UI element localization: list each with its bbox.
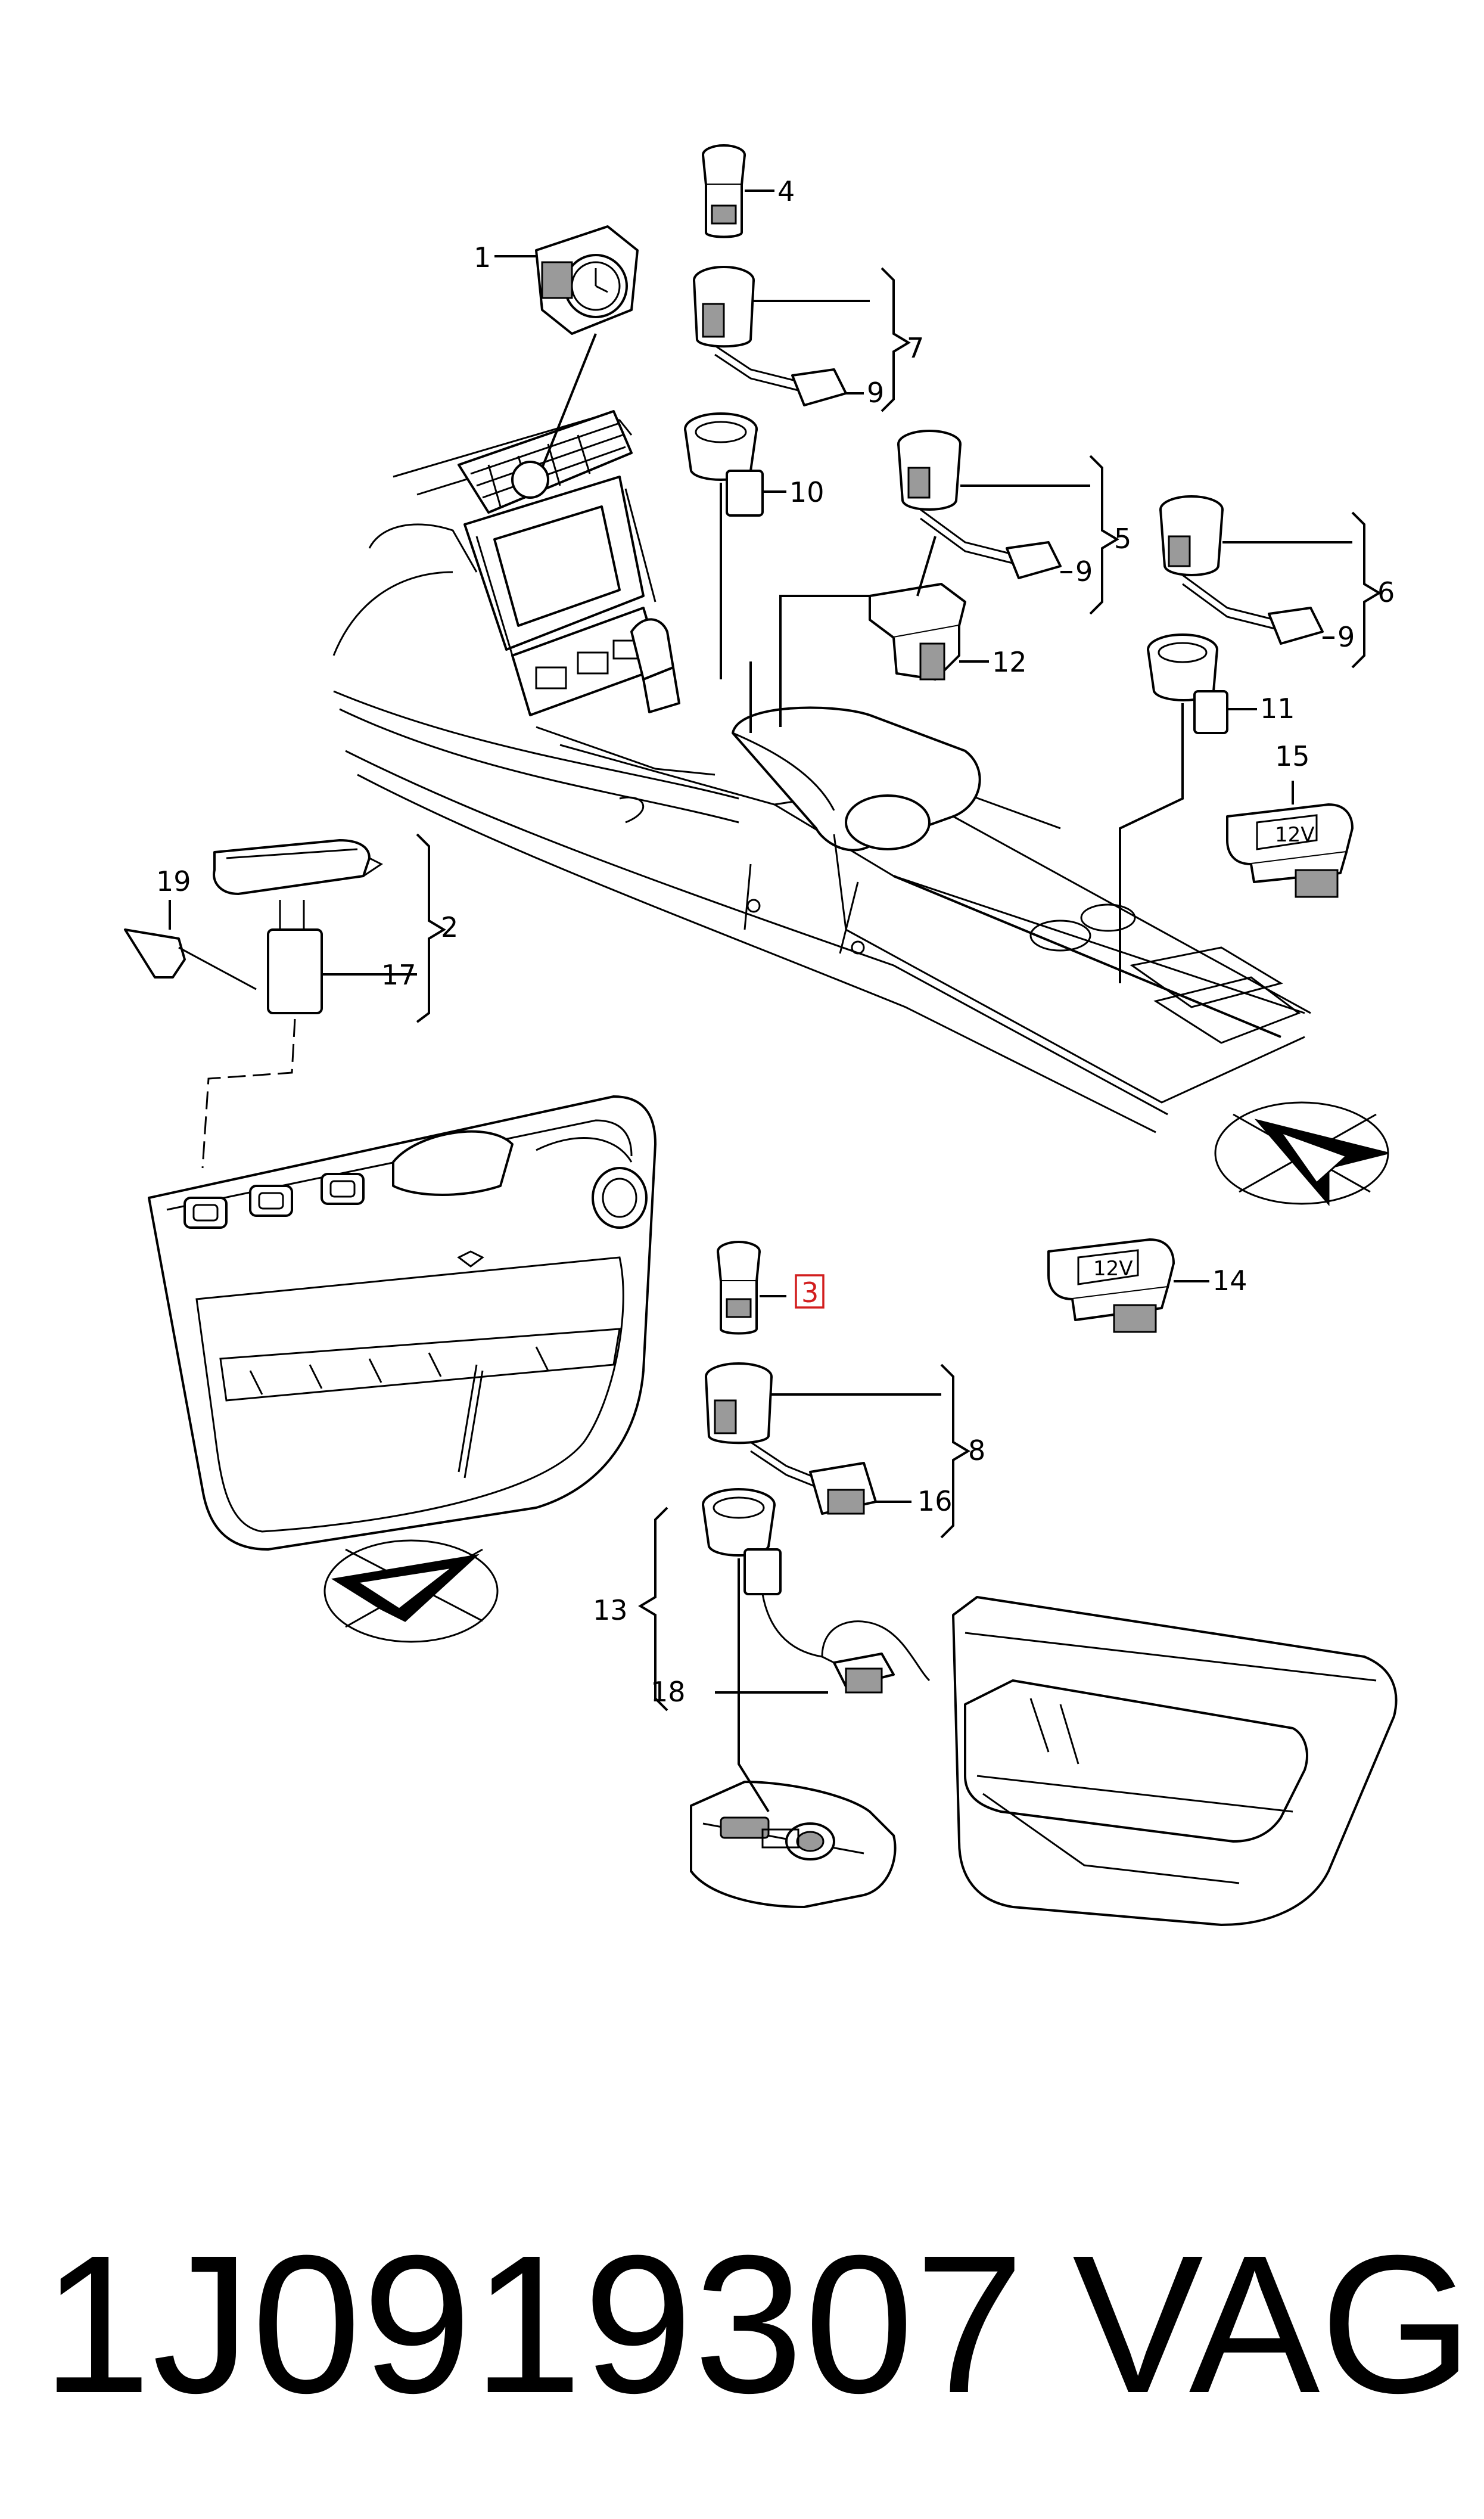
part-4-lighter-element: [702, 144, 774, 238]
part-7-socket-assembly: [684, 266, 911, 679]
part-8-socket-assembly: [705, 1362, 970, 1539]
rear-ashtray-illustration: [690, 1781, 897, 1908]
part-15-12v-socket: 12V: [893, 781, 1354, 1038]
callout-6: 6: [1377, 576, 1395, 608]
callout-8: 8: [968, 1434, 985, 1467]
brand-name: VAG: [1072, 2214, 1473, 2434]
footer: 1J0919307 VAG: [0, 2199, 1484, 2449]
callout-9a: 9: [867, 377, 884, 409]
callout-9b: 9: [1075, 555, 1093, 588]
callout-19: 19: [156, 865, 191, 897]
part-2-ashtray-assembly: [124, 833, 446, 1169]
direction-arrow-left: [323, 1539, 499, 1643]
front-door-panel-illustration: [148, 1095, 657, 1551]
callout-18: 18: [651, 1676, 686, 1708]
callout-3-highlight-box: [795, 1274, 825, 1309]
part-14-12v-socket: 12V: [1047, 1238, 1209, 1333]
callout-16: 16: [917, 1485, 953, 1517]
socket-14-label: 12V: [1093, 1257, 1133, 1281]
callout-3: 3: [801, 1276, 819, 1309]
callout-labels: 1 2 3 4 5 6 7 8 9 9 9 10 11 12 13 14 15 …: [156, 175, 1395, 1708]
callout-10: 10: [789, 476, 825, 508]
rear-door-panel-illustration: [952, 1596, 1398, 1926]
callout-13: 13: [593, 1594, 628, 1626]
socket-15-label: 12V: [1275, 823, 1315, 847]
part-13-socket-housing: [638, 1488, 931, 1813]
callout-17: 17: [381, 959, 416, 991]
part-number: 1J0919307: [42, 2214, 1026, 2434]
callout-1: 1: [474, 241, 491, 274]
callout-5: 5: [1114, 523, 1131, 555]
callout-14: 14: [1212, 1265, 1247, 1297]
part-6-socket-assembly: [1119, 495, 1382, 983]
part-1-clock: [494, 225, 639, 499]
callout-4: 4: [777, 175, 795, 207]
center-console-illustration: [332, 410, 1311, 1133]
callout-9c: 9: [1337, 621, 1355, 653]
direction-arrow-right: [1214, 1101, 1389, 1207]
callout-11: 11: [1260, 692, 1295, 725]
callout-2: 2: [441, 911, 458, 943]
callout-7: 7: [907, 332, 924, 364]
callout-12: 12: [992, 646, 1027, 678]
callout-15: 15: [1275, 740, 1310, 772]
part-5-rear-socket-assembly: [749, 430, 1119, 733]
part-3-lighter-element: [717, 1241, 786, 1335]
parts-diagram: 12V 12V: [124, 144, 1398, 1926]
